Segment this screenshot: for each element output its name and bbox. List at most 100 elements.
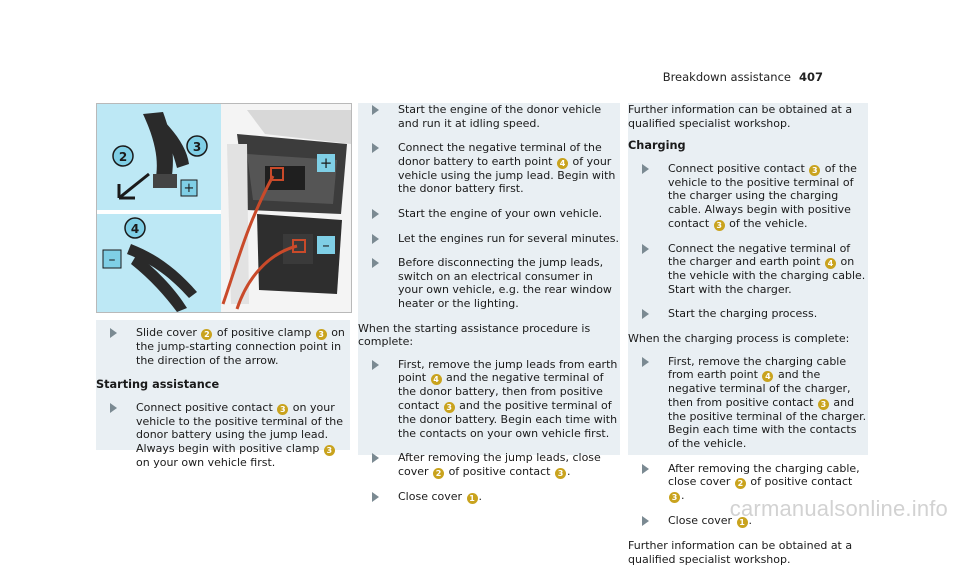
heading-starting-assistance: Starting assistance [96, 378, 220, 392]
step-arrow-icon [372, 208, 379, 219]
text: Close cover [398, 489, 466, 503]
text: Connect positive contact [136, 400, 277, 414]
callout-2: 2 [119, 150, 127, 164]
text: After removing the charging cable, close… [668, 461, 860, 489]
text: on the jump-starting connection point in… [136, 326, 345, 367]
text: After removing the jump leads, close cov… [398, 451, 601, 478]
plus-label-inset: + [184, 181, 195, 196]
badge-icon: 3 [443, 401, 455, 413]
text: and the negative terminal of the donor b… [398, 371, 604, 412]
text: and the negative terminal of the charger… [668, 368, 851, 409]
col2-step-6: First, remove the jump leads from earth … [358, 358, 620, 440]
step-arrow-icon [642, 163, 649, 174]
step-arrow-icon [372, 359, 379, 370]
heading-charging: Charging [628, 139, 686, 153]
callout-3: 3 [193, 140, 201, 154]
col3-step-4: First, remove the charging cable from ea… [628, 355, 868, 451]
illustration-svg: + – + 2 3 – 4 [97, 104, 351, 312]
badge-icon: 1 [736, 517, 748, 529]
column-2: Start the engine of the donor vehicle an… [358, 103, 620, 504]
text: Let the engines run for several minutes. [398, 231, 620, 245]
minus-label-small: – [322, 236, 330, 254]
step-arrow-icon [372, 105, 379, 115]
step-arrow-icon [642, 356, 649, 367]
badge-icon: 4 [556, 157, 568, 169]
badge-icon: 2 [201, 329, 213, 340]
callout-4: 4 [131, 222, 139, 236]
step-arrow-icon [372, 258, 379, 269]
watermark: carmanualsonline.info [729, 496, 948, 521]
text: First, remove the jump leads from earth … [398, 357, 618, 385]
col3-step-6: Close cover 1. [628, 514, 868, 529]
text: of positive contact [445, 464, 554, 478]
column-3: Further information can be obtained at a… [628, 103, 868, 566]
text: of positive contact [746, 475, 853, 489]
text: Slide cover [136, 326, 201, 339]
text: Connect the negative terminal of the don… [398, 141, 602, 168]
text: and the positive terminal of the charger… [668, 395, 867, 450]
text: Start the engine of the donor vehicle an… [398, 103, 602, 130]
col3-step-2: Connect the negative terminal of the cha… [628, 242, 868, 297]
col3-step-1: Connect positive contact 3 of the vehicl… [628, 162, 868, 231]
text: and the positive terminal of the donor b… [398, 398, 618, 440]
badge-icon: 3 [554, 467, 566, 479]
step-arrow-icon [642, 309, 649, 320]
col2-paragraph: When the starting assistance procedure i… [358, 321, 591, 349]
col2-step-4: Let the engines run for several minutes. [358, 232, 620, 246]
badge-icon: 3 [713, 219, 725, 231]
col2-step-2: Connect the negative terminal of the don… [358, 141, 620, 196]
badge-icon: 2 [734, 478, 746, 490]
plus-callout-small: + [317, 154, 335, 172]
step-arrow-icon [642, 463, 649, 474]
text: of the vehicle to the positive terminal … [668, 161, 857, 230]
step-arrow-icon [372, 453, 379, 464]
badge-icon: 3 [277, 403, 289, 415]
minus-callout-small: – [317, 236, 335, 254]
text: Before disconnecting the jump leads, swi… [398, 256, 612, 310]
step-arrow-icon [642, 516, 649, 527]
text: Start the engine of your own vehicle. [398, 206, 603, 220]
badge-icon: 4 [430, 374, 442, 386]
inset-earth-point: – 4 [97, 214, 221, 312]
badge-icon: 3 [809, 164, 821, 176]
text: . [478, 489, 483, 503]
badge-icon: 4 [824, 258, 836, 270]
badge-icon: 3 [315, 329, 327, 340]
col3-step-5: After removing the charging cable, close… [628, 462, 868, 504]
col2-step-5: Before disconnecting the jump leads, swi… [358, 256, 620, 310]
badge-icon: 1 [466, 492, 478, 504]
text: . [566, 464, 571, 478]
badge-icon: 3 [669, 492, 680, 504]
text: on your own vehicle first. [136, 455, 276, 469]
page-number: 407 [798, 70, 823, 84]
step-arrow-icon [372, 143, 379, 154]
col3-paragraph-3: Further information can be obtained at a… [628, 539, 853, 566]
step-arrow-icon [372, 491, 379, 502]
col3-paragraph-1: Further information can be obtained at a… [628, 103, 853, 130]
col1-step-1: Slide cover 2 of positive clamp 3 on the… [96, 326, 350, 367]
badge-icon: 3 [817, 398, 829, 410]
col3-step-3: Start the charging process. [628, 307, 868, 321]
badge-icon: 2 [433, 467, 445, 479]
step-arrow-icon [110, 402, 117, 413]
text: on your vehicle to the positive terminal… [136, 400, 344, 455]
text: . [748, 514, 753, 528]
step-arrow-icon [372, 233, 379, 244]
text: First, remove the charging cable from ea… [668, 354, 847, 382]
text: . [681, 489, 685, 503]
page-header: Breakdown assistance 407 [663, 70, 823, 84]
col2-step-3: Start the engine of your own vehicle. [358, 207, 620, 221]
header-section: Breakdown assistance [662, 70, 791, 84]
plus-label-small: + [320, 154, 333, 172]
col2-step-7: After removing the jump leads, close cov… [358, 451, 620, 479]
text: on the vehicle with the charging cable. … [668, 255, 866, 296]
badge-icon: 3 [323, 444, 335, 456]
col1-step-2: Connect positive contact 3 on your vehic… [96, 401, 350, 470]
text: Connect the negative terminal of the cha… [668, 241, 851, 269]
minus-label-inset: – [109, 252, 116, 268]
col2-step-8: Close cover 1. [358, 490, 620, 504]
text: of your vehicle using the jump lead. Beg… [398, 154, 616, 196]
badge-icon: 4 [762, 371, 774, 383]
text: Close cover [668, 514, 736, 528]
text: Start the charging process. [668, 307, 818, 321]
